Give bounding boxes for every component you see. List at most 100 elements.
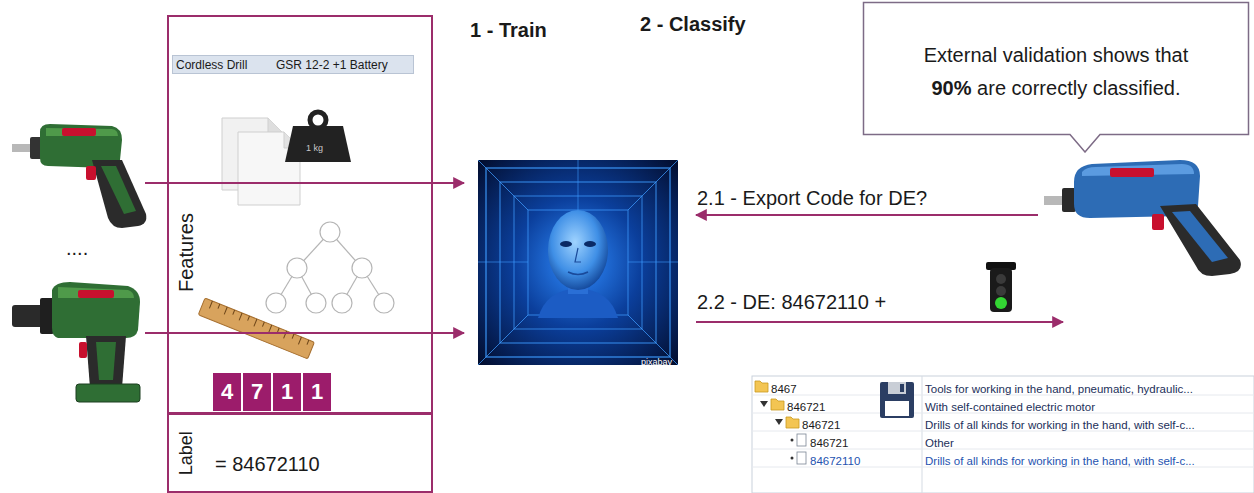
- folder-icon: [771, 399, 784, 410]
- ruler-icon: [209, 301, 212, 308]
- label-holder: ....: [66, 236, 88, 260]
- digit-text: 1: [281, 379, 293, 405]
- drill-picture: [92, 160, 146, 228]
- drill-picture: [96, 342, 116, 380]
- ai-picture: [548, 210, 608, 290]
- traffic-light-icon: [986, 262, 1016, 312]
- digit-box: 4: [213, 373, 241, 411]
- table-cell: Tools for working in the hand, pneumatic…: [925, 383, 1193, 397]
- ruler-icon: [224, 307, 227, 314]
- panel-heading: Features: [175, 213, 198, 292]
- label-holder: 2 - Classify: [640, 12, 746, 36]
- code-table: [752, 376, 1254, 493]
- ruler-icon: [209, 301, 308, 347]
- expand-triangle: [760, 401, 783, 425]
- arrow-label: 2.1 - Export Code for DE?: [697, 186, 927, 210]
- label-holder: 84672110: [810, 451, 860, 469]
- table-cell: 8467: [771, 383, 797, 397]
- label-holder: 846721: [802, 415, 840, 433]
- ruler-icon: [233, 310, 235, 315]
- field-text: Cordless Drill: [176, 58, 276, 72]
- table-cell: Drills of all kinds for working in the h…: [925, 455, 1195, 469]
- ellipsis: ....: [66, 236, 88, 260]
- traffic-light-icon: [990, 268, 1012, 312]
- weight-icon: [285, 126, 351, 162]
- callout-text: are correctly classified.: [977, 77, 1180, 99]
- digit-text: 1: [311, 379, 323, 405]
- tree-icon: [287, 258, 307, 278]
- drill-picture: [101, 166, 136, 214]
- table-cell: 84672110: [810, 455, 860, 469]
- label-holder: 846721: [787, 397, 825, 415]
- ruler-icon: [262, 322, 264, 327]
- ai-picture: [478, 160, 678, 365]
- label-holder: pixabay: [641, 351, 672, 369]
- ruler-icon: [277, 328, 279, 333]
- tree-icon: [352, 258, 372, 278]
- drill-picture: [58, 287, 134, 298]
- ai-picture: [575, 248, 581, 262]
- feature-panel: Features Cordless DrillGSR 12-2 +1 Batter…: [167, 15, 433, 414]
- label-panel: Label = 84672110: [167, 413, 433, 493]
- drill-picture: [1082, 164, 1194, 176]
- text-holder: Label: [169, 415, 203, 491]
- label-holder: 2.1 - Export Code for DE?: [697, 186, 927, 210]
- flow-arrow: [145, 183, 1063, 333]
- ruler-icon: [269, 325, 272, 332]
- table-cell: Drills of all kinds for working in the h…: [925, 419, 1195, 433]
- label-holder: 1 kg: [306, 137, 323, 155]
- floppy-disk-icon: [900, 384, 904, 392]
- table-cell: 846721: [810, 437, 848, 451]
- product-name-field: Cordless DrillGSR 12-2 +1 Battery: [172, 55, 414, 74]
- ruler-icon: [254, 319, 257, 326]
- drill-picture: [12, 282, 140, 402]
- drill-picture: [52, 282, 140, 338]
- label-holder: 1 - Train: [470, 18, 547, 42]
- flow-arrow: [696, 214, 1038, 216]
- drill-picture: [76, 384, 140, 402]
- drill-picture: [78, 290, 114, 298]
- step-title: 2 - Classify: [640, 12, 746, 36]
- weight-text: 1 kg: [306, 143, 323, 154]
- document-leaf-icon: [791, 457, 794, 460]
- folder-icon: [786, 417, 799, 428]
- ai-picture: [560, 241, 572, 247]
- floppy-disk-icon: [885, 401, 909, 416]
- ruler-icon: [239, 313, 242, 320]
- label-value: = 84672110: [215, 453, 320, 476]
- ai-picture: [478, 160, 678, 365]
- flow-arrow: [145, 182, 464, 184]
- drill-picture: [1062, 188, 1076, 212]
- digit-box: 1: [273, 373, 301, 411]
- drill-picture: [12, 124, 146, 228]
- drill-picture: [1044, 160, 1241, 276]
- ai-picture: [578, 160, 579, 210]
- label-holder: 8467: [771, 379, 797, 397]
- callout-bubble: External validation shows that90%are cor…: [862, 1, 1250, 153]
- drill-picture: [79, 342, 87, 358]
- ruler-icon: [307, 340, 309, 345]
- ruler-icon: [198, 298, 314, 359]
- digit-box: 7: [243, 373, 271, 411]
- label-holder: Tools for working in the hand, pneumatic…: [925, 379, 1193, 397]
- ruler-icon: [218, 304, 220, 309]
- label-holder: 2.2 - DE: 84672110 +: [697, 290, 886, 314]
- floppy-disk-icon: [888, 382, 906, 394]
- ruler-icon: [298, 337, 301, 344]
- table-cell: 846721: [802, 419, 840, 433]
- traffic-light-icon: [996, 274, 1006, 284]
- ai-picture: [514, 196, 642, 329]
- table-cell: With self-contained electric motor: [925, 401, 1095, 415]
- tree-icon: [306, 293, 326, 313]
- tree-icon: [266, 222, 394, 313]
- weight-icon: [285, 112, 351, 162]
- tree-icon: [332, 293, 352, 313]
- callout-text: 90%: [931, 77, 971, 99]
- expand-triangle: [760, 401, 768, 407]
- arrow-label: 2.2 - DE: 84672110 +: [697, 290, 886, 314]
- drill-picture: [86, 336, 126, 388]
- drill-picture: [12, 305, 44, 327]
- expand-triangle: [775, 419, 783, 425]
- label-holder: Drills of all kinds for working in the h…: [925, 451, 1195, 469]
- traffic-light-icon: [996, 286, 1006, 296]
